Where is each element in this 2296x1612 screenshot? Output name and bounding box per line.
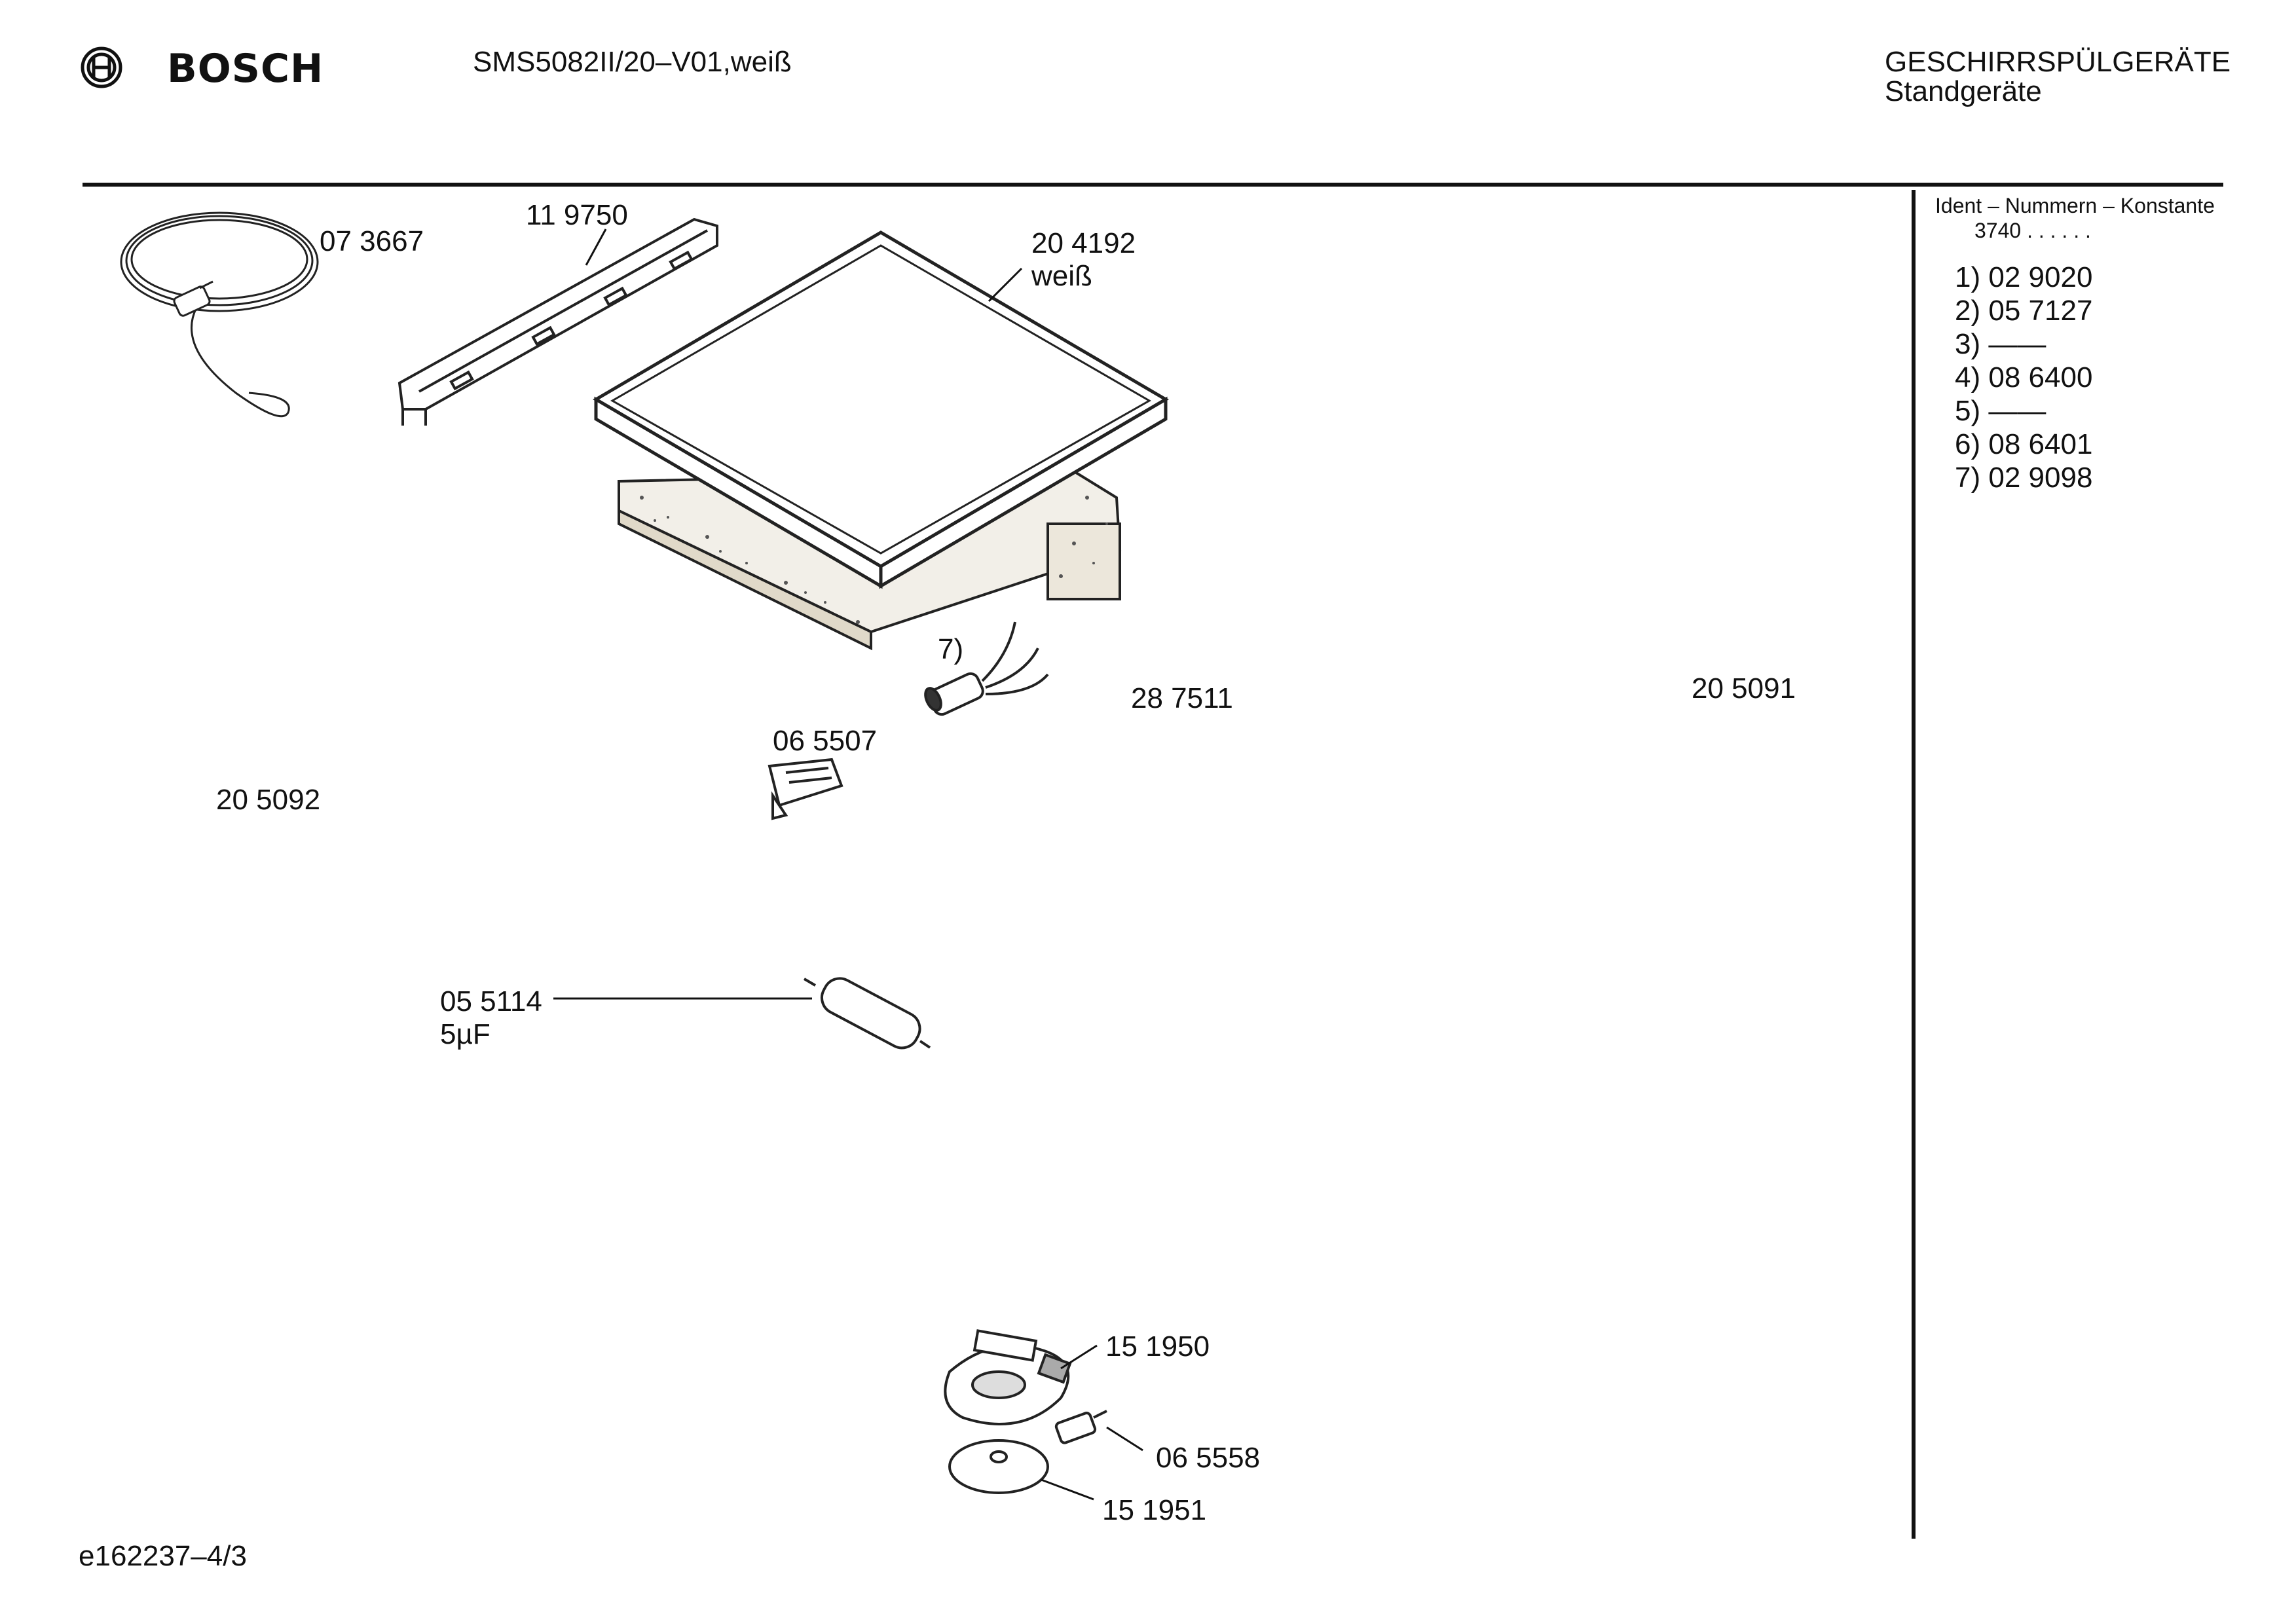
ident-num: 1): [1955, 261, 1981, 293]
ident-row: 5) ——: [1955, 394, 2092, 428]
label-151950: 15 1950: [1105, 1330, 1210, 1363]
label-capacitor-value: 5µF: [440, 1018, 491, 1050]
category-title: GESCHIRRSPÜLGERÄTE: [1885, 46, 2231, 78]
ident-num: 3): [1955, 328, 1981, 360]
ident-num: 5): [1955, 395, 1981, 427]
label-top-cover: 20 4192: [1031, 227, 1136, 259]
ident-value: ——: [1988, 328, 2046, 360]
ident-row: 1) 02 9020: [1955, 261, 2092, 294]
label-cable: 07 3667: [320, 225, 424, 257]
clip-part: [768, 758, 843, 820]
leader-top-cover: [988, 267, 1023, 302]
leader-151951: [1041, 1478, 1094, 1501]
label-065558: 06 5558: [1156, 1442, 1261, 1474]
mounting-rail-part: [398, 217, 718, 426]
category-subtitle: Standgeräte: [1885, 75, 2042, 107]
motor-bracket-part: [944, 1329, 1072, 1425]
ident-num: 6): [1955, 428, 1981, 460]
ident-row: 7) 02 9098: [1955, 461, 2092, 494]
ident-num: 7): [1955, 462, 1981, 494]
ident-row: 4) 08 6400: [1955, 361, 2092, 394]
label-rail: 11 9750: [526, 199, 628, 231]
leader-151950: [1060, 1344, 1098, 1370]
label-065507: 06 5507: [773, 725, 878, 757]
ident-row: 3) ——: [1955, 327, 2092, 361]
label-205091: 20 5091: [1692, 672, 1796, 705]
brand-name: BOSCH: [167, 46, 324, 92]
capacitor-part: [803, 977, 931, 1050]
label-287511: 28 7511: [1131, 682, 1233, 714]
ident-row: 6) 08 6401: [1955, 428, 2092, 461]
ident-value: 02 9020: [1988, 261, 2093, 293]
ident-list: 1) 02 9020 2) 05 7127 3) —— 4) 08 6400 5…: [1955, 261, 2092, 494]
ident-value: 05 7127: [1988, 295, 2093, 327]
ident-constant: 3740 . . . . . .: [1974, 219, 2091, 242]
ident-num: 4): [1955, 361, 1981, 394]
leader-rail: [585, 229, 607, 266]
doc-id: e162237–4/3: [79, 1540, 247, 1572]
power-cable-part: [120, 211, 319, 418]
ident-value: 08 6400: [1988, 361, 2093, 394]
label-151951: 15 1951: [1102, 1494, 1207, 1526]
label-callout-7: 7): [938, 633, 964, 665]
ident-value: 02 9098: [1988, 462, 2093, 494]
fuse-part: [924, 621, 1049, 716]
ident-value: ——: [1988, 395, 2046, 427]
model-title: SMS5082II/20–V01,weiß: [473, 46, 792, 78]
label-205092: 20 5092: [216, 784, 321, 816]
ident-value: 08 6401: [1988, 428, 2093, 460]
label-top-cover-color: weiß: [1031, 260, 1092, 292]
bosch-logo-icon: [81, 46, 122, 88]
ident-num: 2): [1955, 295, 1981, 327]
insulation-texture: [640, 496, 1108, 624]
disc-part: [948, 1439, 1049, 1494]
ident-row: 2) 05 7127: [1955, 294, 2092, 327]
top-cover-part: [593, 230, 1169, 589]
leader-065558: [1106, 1426, 1143, 1452]
ident-title: Ident – Nummern – Konstante: [1935, 194, 2215, 217]
label-capacitor: 05 5114: [440, 985, 542, 1017]
plug-part: [1054, 1410, 1107, 1444]
